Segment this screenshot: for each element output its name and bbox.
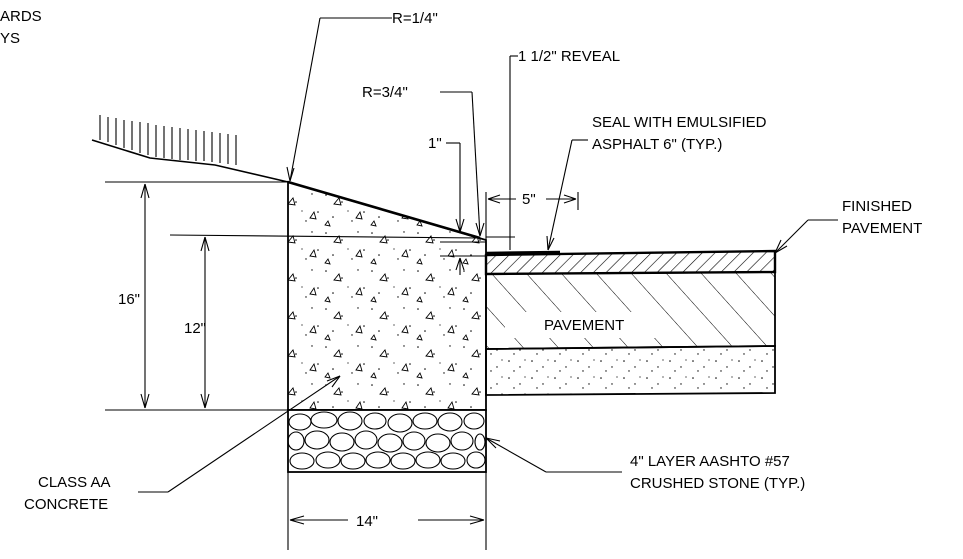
stone-leader xyxy=(485,437,622,473)
top-left-text-1: ARDS xyxy=(0,8,42,25)
seal-label-2: ASPHALT 6" (TYP.) xyxy=(592,136,722,153)
pavement-label: PAVEMENT xyxy=(544,317,624,334)
radius-quarter-leader xyxy=(286,17,392,182)
radius-three-quarter-leader xyxy=(440,91,485,237)
one-inch-label: 1" xyxy=(428,135,442,152)
dimension-16 xyxy=(105,181,288,411)
pavement-section xyxy=(484,249,777,396)
dimension-12 xyxy=(169,234,481,409)
stone-label-1: 4" LAYER AASHTO #57 xyxy=(630,453,790,470)
dimension-14 xyxy=(287,472,487,550)
finished-label-2: PAVEMENT xyxy=(842,220,922,237)
seal-leader xyxy=(546,139,588,251)
concrete-label-2: CONCRETE xyxy=(24,496,108,513)
crushed-stone-layer xyxy=(287,409,487,473)
finished-label-1: FINISHED xyxy=(842,198,912,215)
ground-hatch xyxy=(99,115,237,165)
one-inch-dimension xyxy=(440,142,486,275)
reveal-leader xyxy=(486,55,518,250)
concrete-leader xyxy=(138,375,341,493)
dimension-14-label: 14" xyxy=(356,513,378,530)
reveal-label: 1 1/2" REVEAL xyxy=(518,48,620,65)
seal-label-1: SEAL WITH EMULSIFIED xyxy=(592,114,767,131)
five-inch-dimension xyxy=(485,192,579,250)
finished-pavement-leader xyxy=(774,219,838,254)
top-left-text-2: YS xyxy=(0,30,20,47)
dimension-12-label: 12" xyxy=(184,320,206,337)
dimension-16-label: 16" xyxy=(118,291,140,308)
stone-label-2: CRUSHED STONE (TYP.) xyxy=(630,475,805,492)
concrete-label-1: CLASS AA xyxy=(38,474,111,491)
five-inch-label: 5" xyxy=(522,191,536,208)
ground-line xyxy=(91,139,289,183)
radius-quarter-label: R=1/4" xyxy=(392,10,438,27)
curb-concrete xyxy=(287,180,487,411)
radius-three-quarter-label: R=3/4" xyxy=(362,84,408,101)
